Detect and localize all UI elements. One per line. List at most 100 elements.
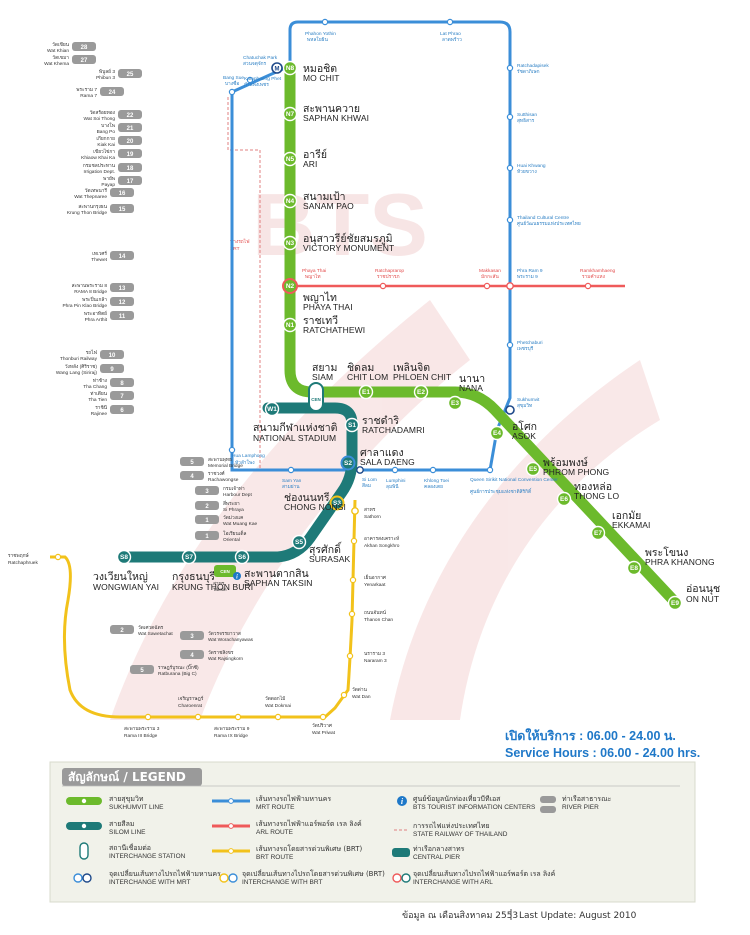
svg-text:SIAM: SIAM: [312, 372, 333, 382]
pier-code: 9: [110, 367, 114, 373]
svg-text:STATE RAILWAY OF THAILAND: STATE RAILWAY OF THAILAND: [413, 831, 508, 838]
pier-name-th: เทเวศร์: [92, 250, 107, 257]
pier-name-th: ท่าช้าง: [93, 377, 107, 384]
pier-name-th: พระปิ่นเกล้า: [82, 296, 107, 303]
pier-badge: [130, 665, 154, 674]
pier-name-th: รถไฟ: [86, 349, 98, 356]
pier-name-en: Rachawongse: [208, 477, 239, 483]
svg-text:Sukhumvit: Sukhumvit: [517, 397, 540, 403]
pier-badge: [118, 110, 142, 119]
svg-text:สวนจตุจักร: สวนจตุจักร: [243, 61, 267, 67]
pier-code: 8: [120, 381, 124, 387]
pier-name-th: สี่พระยา: [223, 500, 240, 507]
svg-text:พญาไท: พญาไท: [303, 291, 337, 304]
station-s5: [291, 534, 307, 550]
pier-code: 18: [127, 166, 134, 172]
footer-th: ข้อมูล ณ เดือนสิงหาคม 2553: [402, 910, 518, 921]
svg-text:Sutthisan: Sutthisan: [517, 112, 537, 118]
legend: สัญลักษณ์ / LEGEND สายสุขุมวิท SUKHUMVIT…: [49, 761, 696, 903]
svg-text:สนามเป้า: สนามเป้า: [303, 191, 346, 203]
svg-text:ลุมพินี: ลุมพินี: [386, 483, 399, 490]
station-e3: [447, 395, 463, 411]
svg-text:E3: E3: [451, 400, 459, 407]
svg-text:พหลโยธิน: พหลโยธิน: [307, 36, 329, 43]
svg-text:VICTORY MONUMENT: VICTORY MONUMENT: [303, 243, 394, 253]
svg-text:นานา: นานา: [459, 373, 485, 385]
pier-name-th: เกียกกาย: [96, 135, 115, 142]
svg-text:E4: E4: [493, 430, 501, 437]
station-n3: [282, 235, 298, 251]
svg-text:เย็นอากาศ: เย็นอากาศ: [364, 573, 386, 581]
pier-name-th: วัดเขมา: [52, 55, 69, 61]
footer-en: Last Update: August 2010: [519, 911, 637, 921]
svg-text:THONG LO: THONG LO: [574, 491, 619, 501]
pier-badge: [118, 176, 142, 185]
pier-code: 12: [119, 300, 126, 306]
svg-text:Lat Phrao: Lat Phrao: [440, 31, 461, 37]
pier-badge: [195, 531, 219, 540]
pier-code: 2: [120, 628, 124, 634]
svg-text:อารีย์: อารีย์: [303, 148, 327, 161]
svg-text:เพลินจิต: เพลินจิต: [393, 362, 430, 374]
svg-text:ARL ROUTE: ARL ROUTE: [256, 829, 294, 836]
pier-name-en: Krung Thon Bridge: [67, 210, 108, 216]
pier-code: 1: [205, 534, 209, 540]
pier-badge: [100, 364, 124, 373]
pier-badge: [100, 350, 124, 359]
legend-title: สัญลักษณ์ / LEGEND: [68, 770, 186, 784]
svg-text:สถานีเชื่อมต่อ: สถานีเชื่อมต่อ: [109, 843, 151, 852]
station-n4: [282, 193, 298, 209]
svg-text:N3: N3: [286, 240, 295, 247]
bts-watermark: BTS: [110, 175, 660, 720]
station-n7: [282, 106, 298, 122]
svg-text:PHLOEN CHIT: PHLOEN CHIT: [393, 372, 451, 382]
pier-name-th: วัดสร้อยทอง: [90, 109, 115, 116]
svg-text:การรถไฟแห่งประเทศไทย: การรถไฟแห่งประเทศไทย: [413, 821, 490, 830]
pier-name-en: Memorial Bridge: [208, 463, 243, 469]
svg-text:INTERCHANGE WITH MRT: INTERCHANGE WITH MRT: [109, 879, 191, 886]
svg-text:วัดด่าน: วัดด่าน: [352, 687, 368, 693]
pier-name-en: Wat Khema: [44, 61, 69, 67]
svg-text:Hua Lamphong: Hua Lamphong: [232, 453, 265, 459]
svg-text:Lumphini: Lumphini: [386, 478, 405, 484]
svg-text:ราชปรารภ: ราชปรารภ: [377, 274, 400, 280]
svg-text:กรุงธนบุรี: กรุงธนบุรี: [172, 570, 215, 583]
svg-text:N1: N1: [286, 322, 295, 329]
station-w1: [264, 401, 280, 417]
svg-text:Wat Priwat: Wat Priwat: [312, 730, 336, 736]
svg-text:N7: N7: [286, 111, 295, 118]
pier-name-en: Payap: [101, 182, 115, 188]
station-e9: [667, 595, 683, 611]
station-n1: [282, 317, 298, 333]
svg-text:CEN: CEN: [220, 569, 230, 574]
svg-text:Ratchaphruek: Ratchaphruek: [8, 560, 38, 566]
svg-text:สามย่าน: สามย่าน: [282, 484, 300, 490]
pier-name-en: Wat Thepnaree: [74, 194, 107, 200]
pier-badge: [195, 515, 219, 524]
svg-text:SAPHAN TAKSIN: SAPHAN TAKSIN: [244, 578, 313, 588]
station-s7: [181, 549, 197, 565]
pier-code: 6: [120, 408, 124, 414]
pier-code: 7: [120, 394, 124, 400]
svg-text:NANA: NANA: [459, 383, 483, 393]
svg-text:Phetchaburi: Phetchaburi: [517, 340, 543, 346]
svg-text:W1: W1: [267, 406, 277, 413]
svg-text:พระโขนง: พระโขนง: [645, 546, 688, 559]
svg-text:ศูนย์วัฒนธรรมแห่งประเทศไทย: ศูนย์วัฒนธรรมแห่งประเทศไทย: [517, 220, 581, 227]
pier-name-en: Rajinee: [91, 411, 108, 417]
pier-name-en: RAMA 8 Bridge: [74, 289, 107, 295]
svg-text:อ่อนนุช: อ่อนนุช: [686, 583, 720, 595]
pier-code: 4: [190, 653, 194, 659]
svg-text:RATCHADAMRI: RATCHADAMRI: [362, 425, 425, 435]
svg-text:Wat Dan: Wat Dan: [352, 694, 371, 700]
pier-name-th: สะพานพระราม 8: [72, 283, 108, 289]
svg-text:วัดดอกไม้: วัดดอกไม้: [265, 695, 285, 702]
pier-badge: [180, 650, 204, 659]
svg-text:WONGWIAN YAI: WONGWIAN YAI: [93, 582, 159, 592]
pier-name-th: ท่าเตียน: [90, 390, 107, 397]
